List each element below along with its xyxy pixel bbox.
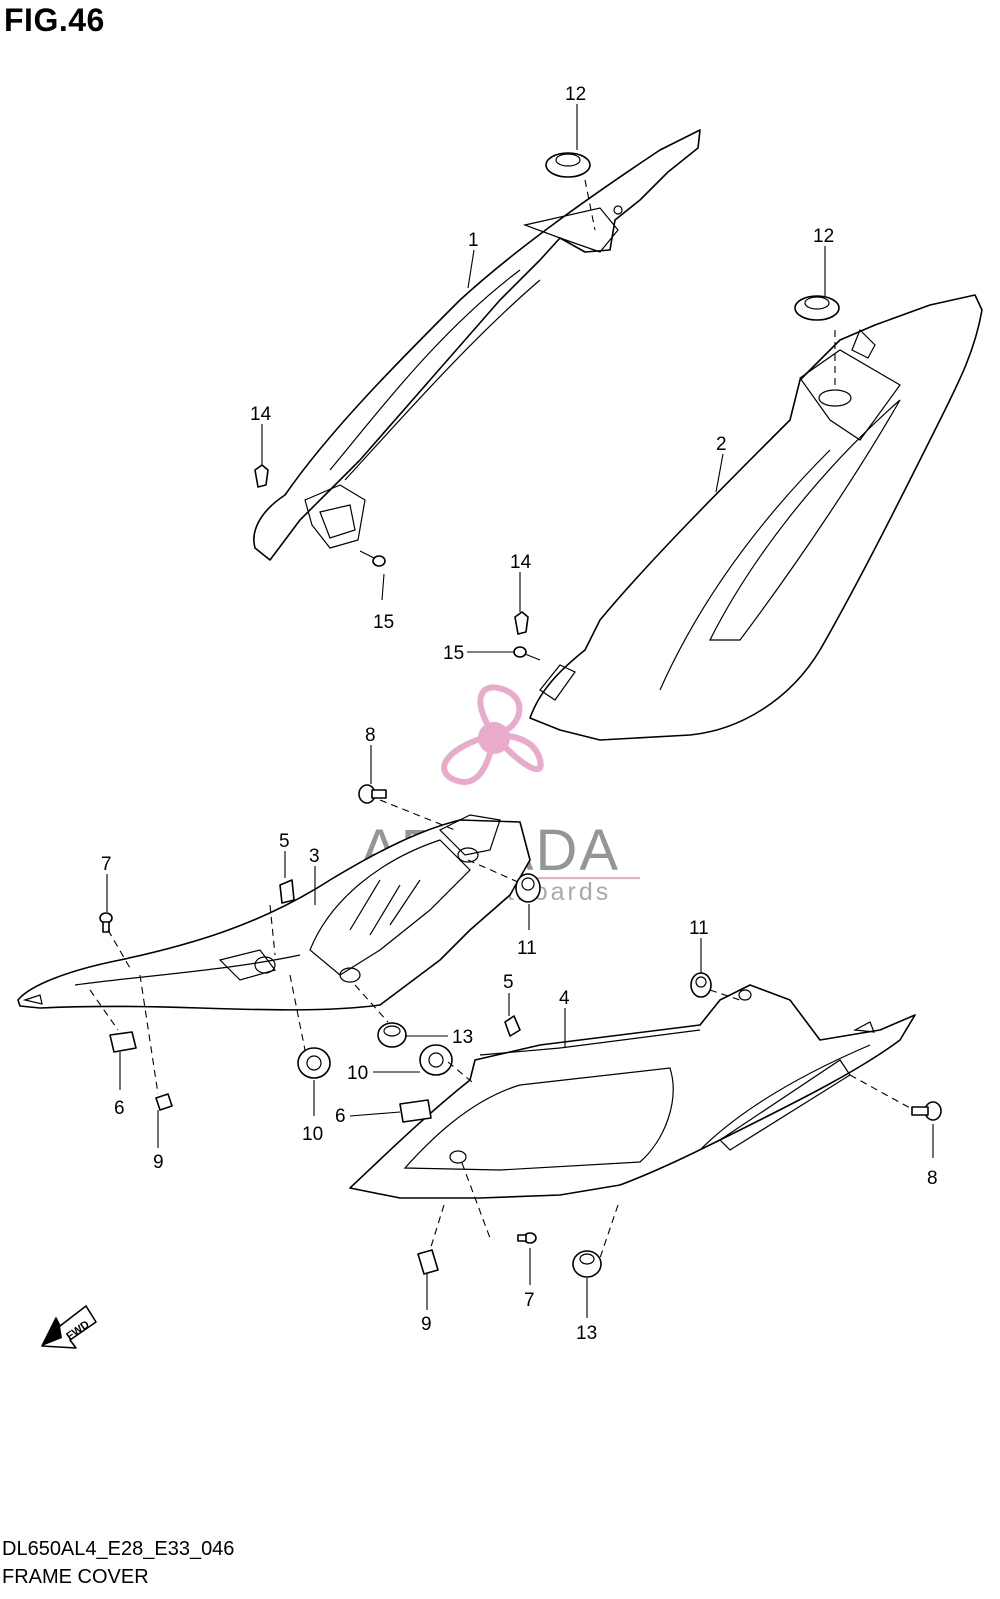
callout-4: 4 bbox=[559, 988, 570, 1009]
callout-5-right: 5 bbox=[503, 972, 514, 993]
callout-8-right: 8 bbox=[927, 1168, 938, 1189]
callout-8-upper: 8 bbox=[365, 725, 376, 746]
leader-lines bbox=[106, 104, 934, 1318]
callout-2: 2 bbox=[716, 434, 727, 455]
assembly-dashed-lines bbox=[89, 179, 911, 1259]
part-6-cushion-left bbox=[109, 1031, 137, 1053]
callout-12-right: 12 bbox=[813, 226, 834, 247]
callout-11-right: 11 bbox=[689, 918, 709, 939]
part-8-bolt-upper bbox=[358, 784, 387, 804]
part-9-nut-left bbox=[155, 1093, 173, 1111]
part-10-grommet-left bbox=[297, 1047, 331, 1079]
callout-10-left: 10 bbox=[347, 1063, 368, 1084]
part-7-screw-left bbox=[99, 912, 113, 933]
callout-6-right: 6 bbox=[335, 1106, 346, 1127]
part-6-cushion-right bbox=[399, 1099, 432, 1123]
callout-1: 1 bbox=[468, 230, 479, 251]
callout-13-right: 13 bbox=[576, 1323, 597, 1344]
callout-15-right: 15 bbox=[443, 643, 464, 664]
part-2-frame-cover-right bbox=[529, 294, 983, 741]
callout-12-upper: 12 bbox=[565, 84, 586, 105]
part-9-nut-right bbox=[417, 1249, 439, 1275]
model-code: DL650AL4_E28_E33_046 bbox=[2, 1538, 235, 1560]
part-5-tape-right bbox=[504, 1015, 521, 1037]
callout-9-left: 9 bbox=[153, 1152, 164, 1173]
figure-title: FIG.46 bbox=[4, 2, 105, 38]
part-8-bolt-right bbox=[911, 1101, 942, 1121]
part-15-screw-left bbox=[359, 550, 386, 567]
part-4-lower-frame-cover-right bbox=[349, 984, 916, 1199]
callout-6-left: 6 bbox=[114, 1098, 125, 1119]
part-1-frame-cover-left-upper bbox=[253, 129, 701, 561]
part-7-screw-right bbox=[517, 1232, 537, 1244]
part-15-screw-right bbox=[513, 646, 541, 661]
part-13-damper-right bbox=[572, 1250, 602, 1278]
part-13-damper-left bbox=[377, 1022, 407, 1048]
part-14-clip-left bbox=[254, 464, 269, 488]
callout-15-left: 15 bbox=[373, 612, 394, 633]
callout-10-right: 10 bbox=[302, 1124, 323, 1145]
part-14-clip-right bbox=[514, 611, 529, 635]
part-11-grommet-left bbox=[515, 873, 541, 903]
part-10-grommet-right bbox=[419, 1044, 453, 1076]
part-3-lower-frame-cover-left bbox=[17, 814, 531, 1011]
callout-14-left: 14 bbox=[250, 404, 272, 425]
callout-labels: 12 1 12 14 2 14 15 15 8 5 3 7 11 11 5 4 … bbox=[101, 84, 938, 1344]
part-11-grommet-right bbox=[690, 972, 712, 998]
callout-13-left: 13 bbox=[452, 1027, 473, 1048]
fwd-direction-arrow: FWD bbox=[41, 1305, 97, 1349]
callout-3: 3 bbox=[309, 846, 320, 867]
part-12-grommet-right bbox=[794, 295, 840, 321]
callout-5-left: 5 bbox=[279, 831, 290, 852]
callout-9-right: 9 bbox=[421, 1314, 432, 1335]
callout-14-right: 14 bbox=[510, 552, 532, 573]
part-12-grommet-upper bbox=[545, 152, 591, 178]
propeller-icon bbox=[441, 684, 544, 785]
figure-name: FRAME COVER bbox=[2, 1566, 149, 1588]
callout-7-left: 7 bbox=[101, 854, 112, 875]
propeller-hub bbox=[478, 722, 510, 754]
part-5-tape-left bbox=[279, 879, 295, 904]
callout-11-left: 11 bbox=[517, 938, 537, 959]
callout-7-right: 7 bbox=[524, 1290, 535, 1311]
